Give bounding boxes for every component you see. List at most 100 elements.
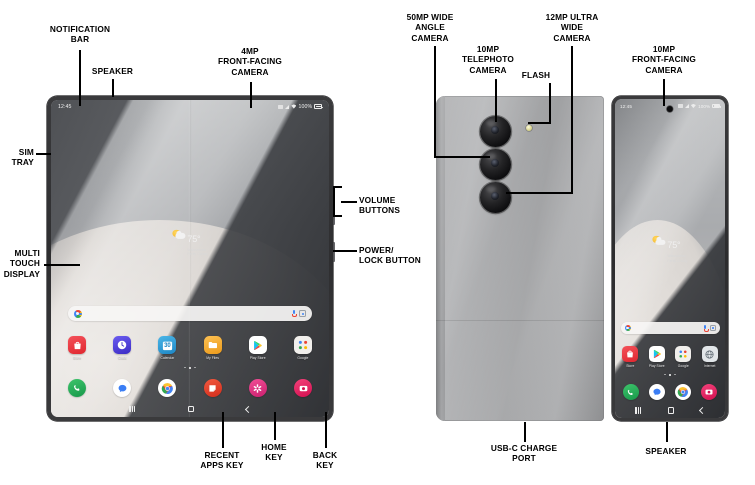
callout-home-key: HOME KEY [261,442,287,463]
leader-flash-v [549,83,551,123]
dock-icon-camera[interactable] [701,384,718,400]
home-icon[interactable] [667,407,675,414]
page-dot[interactable] [664,373,666,376]
weather-condition: Partly Cloudy [667,258,688,263]
app-folder-google[interactable]: Google [671,346,695,368]
leader-back-key [325,412,327,448]
dock-icon-messages[interactable] [648,384,665,400]
callout-sim-tray: SIM TRAY [11,147,34,168]
app-icon-clock[interactable]: Clock [107,336,137,360]
dock-icon-phone[interactable] [67,379,86,397]
ultra-wide-camera-lens [480,182,511,213]
microphone-icon[interactable] [703,324,709,332]
leader-ultra-wide-camera-h [506,192,573,194]
page-indicator-dots [51,366,329,369]
callout-flash: FLASH [521,70,551,80]
app-grid-row: Store Play Store [618,346,721,368]
dock-icon-settings[interactable] [248,379,267,397]
back-icon[interactable] [245,405,253,413]
leader-speaker-bottom [666,422,668,442]
page-dot[interactable] [194,366,196,369]
google-search-bar[interactable] [67,306,313,321]
recent-apps-icon[interactable] [635,407,642,414]
app-grid-row: Store Clock 30 Calendar [62,336,318,360]
flash-led-icon [526,125,532,131]
leader-multi-touch-display [44,264,80,266]
weather-widget[interactable]: 75° Watsontown Partly Cloudy [652,235,688,263]
app-icon-play-store[interactable]: Play Store [243,336,273,360]
notification-bar[interactable]: 12:45 100% [51,100,329,113]
recent-apps-icon[interactable] [129,405,136,413]
app-icon-internet[interactable]: Internet [698,346,722,368]
partly-cloudy-icon [172,229,185,240]
page-dot[interactable] [674,373,676,376]
app-folder-google[interactable]: Google [288,336,318,360]
dock-icon-messages[interactable] [113,379,131,397]
callout-recent-apps-key: RECENT APPS KEY [200,450,244,471]
back-icon[interactable] [699,406,707,415]
page-dot[interactable] [184,366,186,369]
callout-back-key: BACK KEY [312,450,338,471]
weather-temperature: 75° [667,239,681,250]
google-search-bar[interactable] [620,322,720,334]
main-touch-display[interactable]: 12:45 100% 75° Watsontown Partly Cloud [51,100,329,417]
wifi-icon [291,104,297,109]
shopping-bag-icon [68,336,87,355]
dock-icon-camera[interactable] [294,379,313,397]
app-label: My Files [206,356,219,360]
dock-row [67,379,313,397]
app-icon-my-files[interactable]: My Files [198,336,228,360]
leader-wide-angle-camera-h [434,156,490,158]
wallpaper-sheen [615,99,725,418]
battery-percent: 100% [698,103,711,109]
galaxy-fold-folded: 12:45 100% 75° Watsontown [436,96,728,421]
page-dot-active[interactable] [668,373,672,376]
leader-front-camera-10mp [663,79,665,106]
telephoto-camera-lens [480,149,511,180]
app-label: Store [626,364,635,368]
callout-speaker-top: SPEAKER [91,66,134,76]
app-label: Calendar [160,356,175,360]
dock-icon-keep[interactable] [203,379,222,397]
app-label: Store [73,356,82,360]
callout-front-camera-4mp: 4MP FRONT-FACING CAMERA [217,46,283,77]
dock-row [622,384,718,400]
home-icon[interactable] [187,405,195,413]
dock-icon-chrome[interactable] [675,384,692,400]
weather-widget[interactable]: 75° Watsontown Partly Cloudy [172,229,208,257]
app-label: Internet [703,364,716,368]
leader-home-key [274,412,276,440]
folder-icon [203,336,222,355]
navigation-bar [51,401,329,417]
google-lens-icon[interactable] [299,310,307,317]
google-folder-icon [675,346,692,363]
cover-touch-display[interactable]: 12:45 100% 75° Watsontown [615,99,725,418]
app-icon-calendar[interactable]: 30 Calendar [152,336,182,360]
signal-bars-icon [684,104,689,108]
dock-icon-phone[interactable] [622,384,639,400]
battery-icon [314,104,323,109]
device-back-panel [436,96,604,421]
weather-condition: Partly Cloudy [187,252,208,257]
callout-wide-angle-camera-50mp: 50MP WIDE ANGLE CAMERA [406,12,454,43]
wallpaper-sheen [51,100,329,417]
partly-cloudy-icon [652,235,665,246]
app-icon-store[interactable]: Store [618,346,642,368]
page-dot-active[interactable] [188,366,192,369]
play-store-icon [648,346,665,363]
leader-sim-tray [36,153,51,155]
battery-percent: 100% [298,103,313,110]
google-lens-icon[interactable] [709,325,716,331]
sim-status-icon [277,104,283,109]
google-folder-icon [293,336,312,355]
app-icon-play-store[interactable]: Play Store [645,346,669,368]
power-lock-key[interactable] [332,242,336,262]
app-label: Play Store [648,364,665,368]
notification-bar[interactable]: 12:45 100% [615,99,725,113]
callout-speaker-bottom: SPEAKER [645,446,687,456]
app-icon-store[interactable]: Store [62,336,92,360]
microphone-icon[interactable] [292,310,298,318]
dock-icon-chrome[interactable] [158,379,177,397]
weather-location: Watsontown [187,247,206,252]
